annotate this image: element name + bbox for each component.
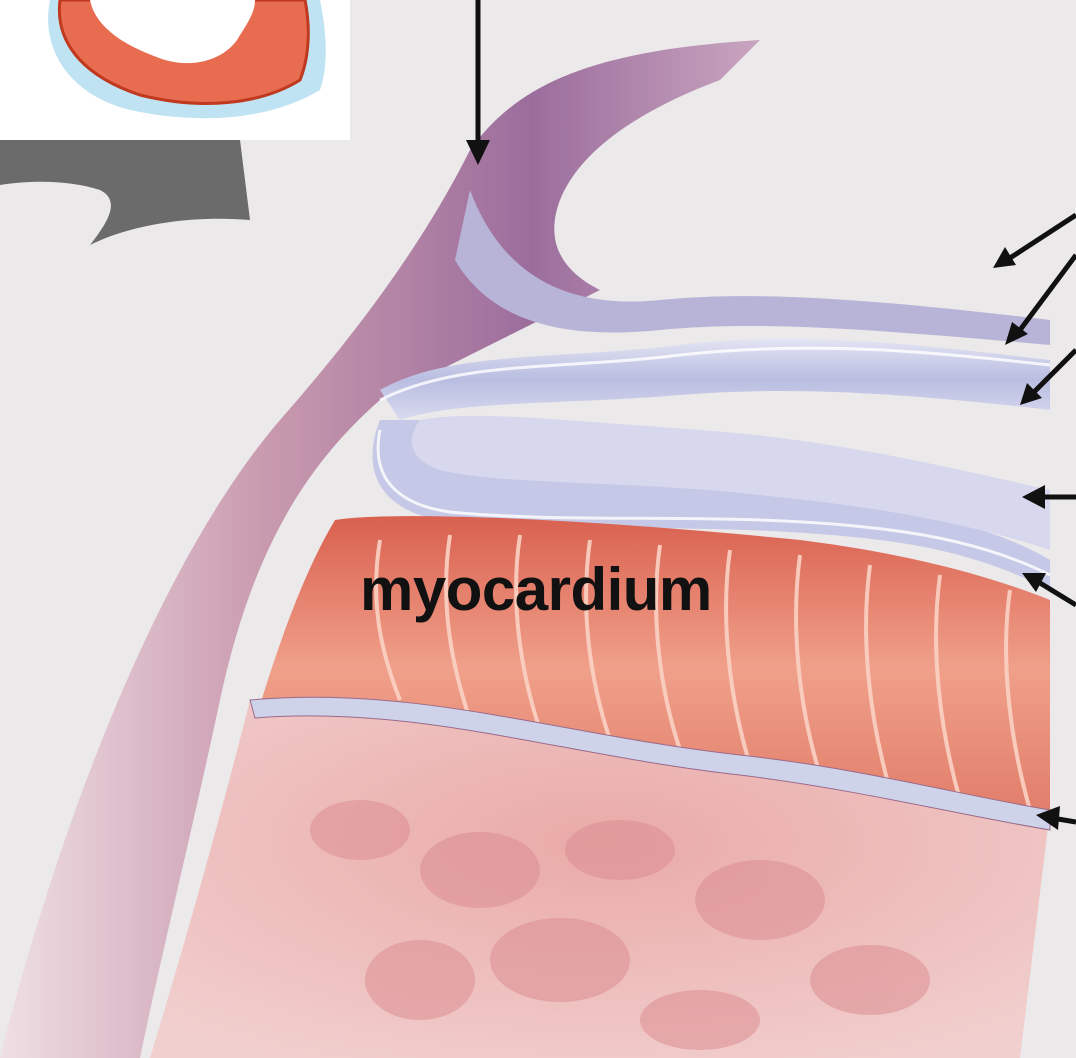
myocardium-label: myocardium [360, 560, 712, 620]
orientation-arrow [0, 140, 250, 245]
